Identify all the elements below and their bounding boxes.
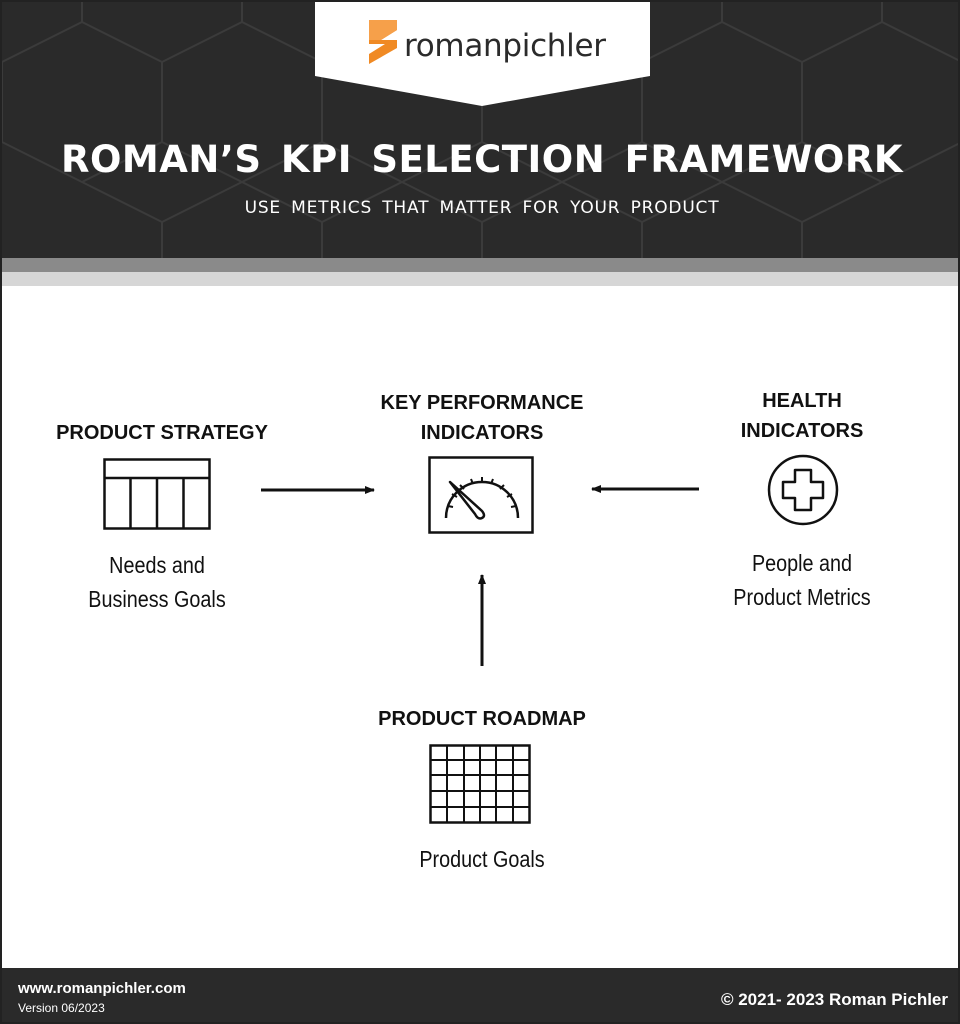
gauge-icon xyxy=(428,456,534,534)
strategy-heading: PRODUCT STRATEGY xyxy=(56,422,268,444)
roadmap-grid-icon xyxy=(429,744,531,824)
page-title: ROMAN’S KPI SELECTION FRAMEWORK xyxy=(60,138,904,181)
copyright-notice: © 2021- 2023 Roman Pichler xyxy=(720,990,948,1009)
footer-bar: www.romanpichler.com Version 06/2023 © 2… xyxy=(2,968,958,1022)
page-subtitle: USE METRICS THAT MATTER FOR YOUR PRODUCT xyxy=(244,198,720,218)
medical-cross-icon xyxy=(767,454,839,526)
website-link[interactable]: www.romanpichler.com xyxy=(18,980,186,997)
hexagon-pattern xyxy=(2,2,958,258)
divider-band-dark xyxy=(2,258,958,272)
roadmap-caption: Product Goals xyxy=(419,846,545,872)
divider-band-light xyxy=(2,272,958,286)
logo-text[interactable]: romanpichler xyxy=(404,28,606,64)
strategy-board-icon xyxy=(103,458,211,530)
version-label: Version 06/2023 xyxy=(18,1001,105,1015)
logo-badge xyxy=(315,2,650,106)
header-banner: romanpichler ROMAN’S KPI SELECTION FRAME… xyxy=(2,2,958,258)
logo-mark-icon xyxy=(369,20,397,64)
roadmap-heading: PRODUCT ROADMAP xyxy=(378,708,586,730)
